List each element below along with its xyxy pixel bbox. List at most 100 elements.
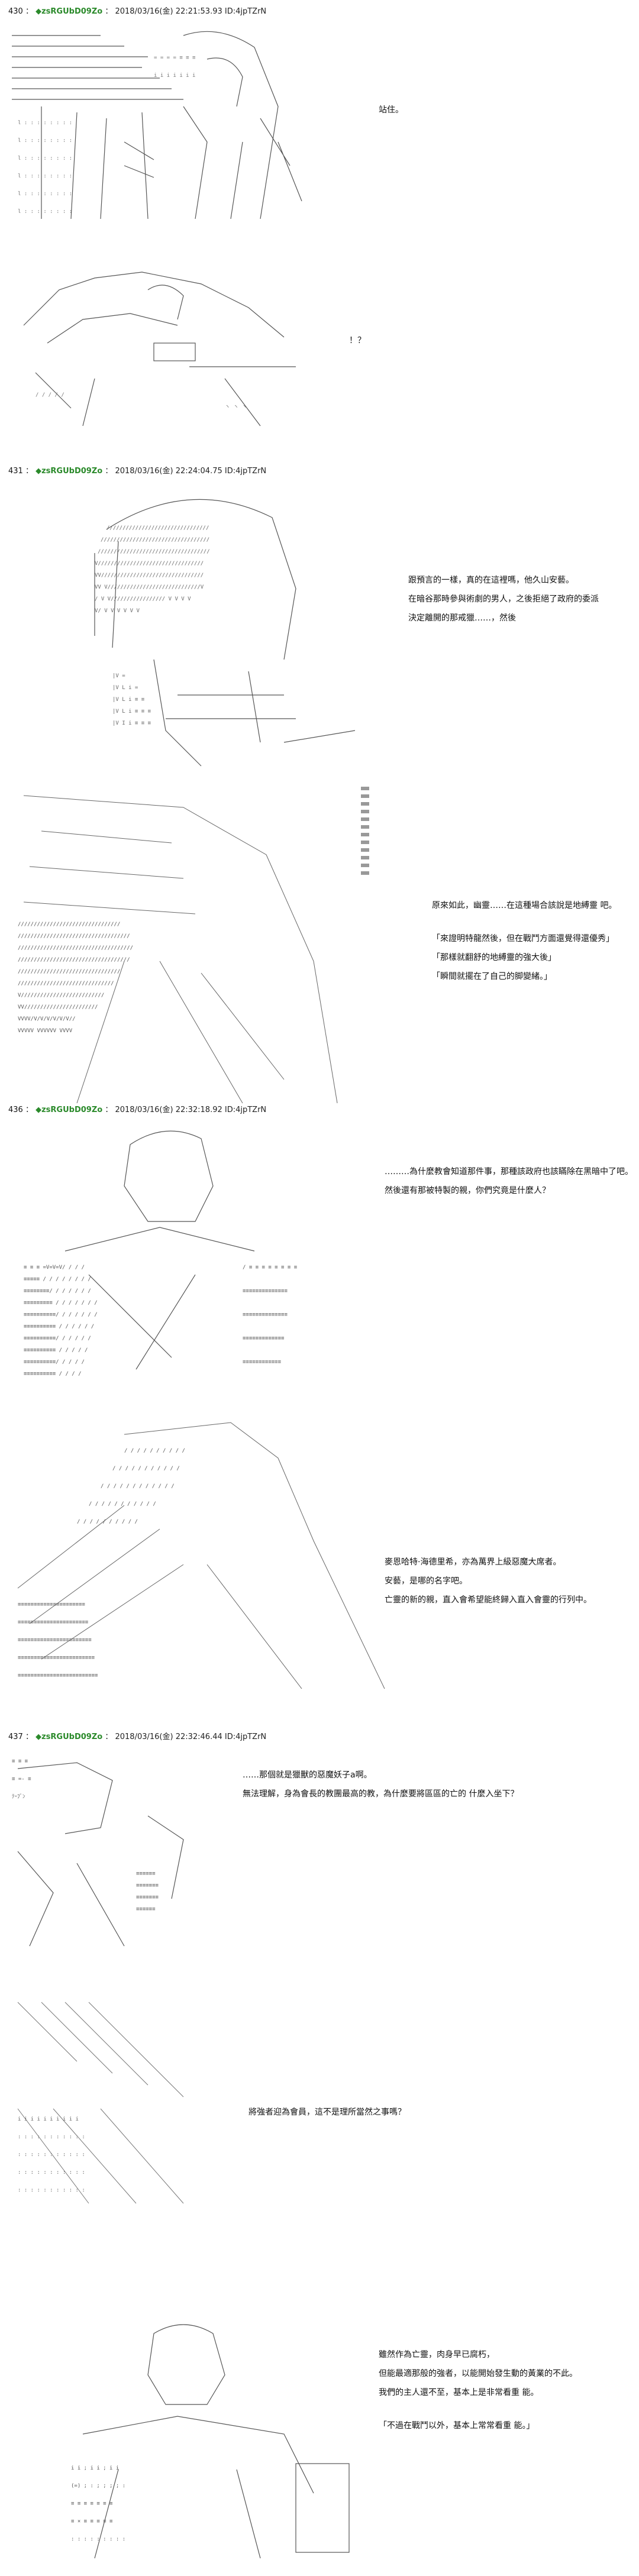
svg-text:≡≡≡≡≡≡≡≡≡≡≡≡≡≡≡≡≡≡≡≡≡≡: ≡≡≡≡≡≡≡≡≡≡≡≡≡≡≡≡≡≡≡≡≡≡ (18, 1620, 89, 1625)
svg-text:VV V//////////////////////////: VV V/////////////////////////////V (95, 584, 204, 590)
poster-name[interactable]: ◆zsRGUbD09Zo (36, 467, 103, 476)
ascii-art-figure: //////////////////////////////// ///////… (71, 482, 379, 790)
svg-text:≡ =- ≡: ≡ =- ≡ (12, 1776, 31, 1782)
ascii-art-figure: ≡ ≡ ≡ =V=V=V/ / / / ≡≡≡≡≡ / / / / / / / … (18, 1121, 385, 1381)
svg-text:≡ ≡ ≡ =V=V=V/ / / /: ≡ ≡ ≡ =V=V=V/ / / / (24, 1265, 85, 1271)
svg-text:i i ; i i ; i i: i i ; i i ; i i (71, 2465, 119, 2471)
svg-text:l : : : : : : : :: l : : : : : : : : (18, 120, 72, 126)
ascii-art-figure: i i i i i i i i i i: : : : : : : : : : :… (6, 1990, 213, 2215)
svg-text://////////////////////////////: //////////////////////////////// (18, 969, 120, 975)
ascii-art-figure: ≡ ≡ ≡≡ =- ≡ ﾃｰﾌﾞﾝ ≡≡≡≡≡≡≡≡≡≡≡≡≡ ≡≡≡≡≡≡≡≡… (6, 1745, 254, 1958)
svg-text:≡≡≡≡≡≡≡≡≡≡≡≡≡≡≡≡≡≡≡≡≡≡≡≡: ≡≡≡≡≡≡≡≡≡≡≡≡≡≡≡≡≡≡≡≡≡≡≡≡ (18, 1655, 95, 1661)
ascii-art-figure: l : : : : : : : : l : : : : : : : : l : :… (6, 24, 337, 219)
svg-text:≡≡≡≡≡≡≡≡≡ / / / / / / /: ≡≡≡≡≡≡≡≡≡ / / / / / / / (24, 1300, 98, 1306)
ascii-art-figure: //////////////////////////////// ///////… (6, 784, 385, 1115)
svg-text:≡≡≡≡≡≡≡≡≡≡≡≡≡≡≡≡≡≡≡≡≡≡≡: ≡≡≡≡≡≡≡≡≡≡≡≡≡≡≡≡≡≡≡≡≡≡≡ (18, 1637, 92, 1643)
svg-text://////////////////////////////: ////////////////////////////////// (101, 537, 209, 543)
svg-text:V//////////////////////////: V////////////////////////// (18, 993, 104, 998)
svg-text:(=) ; : ; ; ; ; :: (=) ; : ; ; ; ; : (71, 2483, 125, 2489)
svg-text://////////////////////////////: //////////////////////////////////// (18, 945, 133, 951)
svg-text:/ / / / /: / / / / / (36, 392, 64, 398)
svg-text:≡≡≡≡≡≡≡≡≡≡/ / / / / / /: ≡≡≡≡≡≡≡≡≡≡/ / / / / / / (24, 1312, 98, 1318)
post-number: 437 (8, 1733, 23, 1741)
post-header: 437 ： ◆zsRGUbD09Zo ： 2018/03/16(金) 22:32… (8, 1733, 267, 1741)
svg-text:/ / / / / / / / / /: / / / / / / / / / / (124, 1448, 185, 1454)
svg-text:V/////////////////////////////: V///////////////////////////////// (95, 561, 204, 567)
svg-text:|V L i ≡ ≡: |V L i ≡ ≡ (112, 697, 145, 703)
svg-text:≡≡≡≡≡≡≡≡≡≡ / / / / /: ≡≡≡≡≡≡≡≡≡≡ / / / / / (24, 1347, 88, 1353)
dialog-text: 雖然作為亡靈，肉身早已腐朽， 但能最適那般的強者，以能開始發生動的黃業的不此。 … (379, 2350, 577, 2430)
svg-text:≡ ≡ ≡: ≡ ≡ ≡ (12, 1759, 28, 1764)
svg-text:/ ≡ ≡ ≡ ≡ ≡ ≡ ≡ ≡: / ≡ ≡ ≡ ≡ ≡ ≡ ≡ ≡ (243, 1265, 298, 1271)
svg-text:≡≡≡≡≡≡≡≡≡≡≡≡≡≡≡≡≡≡≡≡≡≡≡≡≡: ≡≡≡≡≡≡≡≡≡≡≡≡≡≡≡≡≡≡≡≡≡≡≡≡≡ (18, 1673, 98, 1679)
svg-text:≡ × ≡ ≡ ≡ ≡ ≡: ≡ × ≡ ≡ ≡ ≡ ≡ (71, 2519, 113, 2525)
dialog-text: ………為什麼教會知道那件事，那種該政府也該瞞除在黑暗中了吧。 然後還有那被特製的… (385, 1167, 633, 1195)
svg-text:/ / / / / / / / / /: / / / / / / / / / / (77, 1519, 138, 1525)
svg-text://////////////////////////////: ////////////////////////////// (18, 981, 114, 987)
svg-text:/ / / / / / / / / / /: / / / / / / / / / / / (112, 1466, 180, 1472)
svg-text:≡≡≡≡≡≡≡≡≡≡≡≡≡≡: ≡≡≡≡≡≡≡≡≡≡≡≡≡≡ (243, 1312, 288, 1318)
svg-text:ヽ ヽ ヽ: ヽ ヽ ヽ (225, 404, 247, 410)
dialog-text: 跟預言的一樣，真的在這裡嗎，他久山安藝。 在暗谷那時參與術劇的男人，之後拒絕了政… (408, 576, 599, 623)
dialog-text: 將強者迎為會員，這不是理所當然之事嗎？ (248, 2108, 406, 2117)
svg-text:/ / / / / / / / / / / /: / / / / / / / / / / / / (101, 1483, 175, 1489)
svg-text://////////////////////////////: /////////////////////////////////// (18, 933, 130, 939)
svg-text:≡≡≡≡≡≡≡≡≡≡≡≡: ≡≡≡≡≡≡≡≡≡≡≡≡ (243, 1359, 282, 1365)
dialog-text: 原來如此，幽靈……在這種場合該說是地縛靈 吧。 「來證明特龍然後，但在戰鬥方面還… (432, 901, 617, 981)
svg-text:≡≡≡≡≡≡: ≡≡≡≡≡≡ (136, 1906, 156, 1912)
svg-text:≡≡≡≡≡≡≡: ≡≡≡≡≡≡≡ (136, 1895, 159, 1901)
svg-text:: : : : : : : : : : :: : : : : : : : : : : : (18, 2152, 85, 2158)
ascii-art-figure: / / / / / ヽ ヽ ヽ (12, 254, 331, 432)
post-meta: 2018/03/16(金) 22:32:46.44 ID:4jpTZrN (115, 1733, 267, 1741)
ascii-art-figure: i i ; i i ; i i (=) ; : ; ; ; ; : ≡ ≡ ≡ ≡… (36, 2316, 367, 2564)
svg-text:≡≡≡≡≡≡≡≡≡≡/ / / / / /: ≡≡≡≡≡≡≡≡≡≡/ / / / / / (24, 1336, 91, 1342)
svg-text:VV////////////////////////////: VV//////////////////////////////// (95, 573, 204, 578)
svg-text:i i i i i i i: i i i i i i i (154, 73, 195, 79)
svg-text:|V I i ≡ ≡ ≡: |V I i ≡ ≡ ≡ (112, 720, 151, 726)
svg-text:l : : : : : : : :: l : : : : : : : : (18, 173, 72, 179)
poster-name[interactable]: ◆zsRGUbD09Zo (36, 7, 103, 16)
svg-text:|V L i ≡ ≡ ≡: |V L i ≡ ≡ ≡ (112, 709, 151, 715)
svg-text:l : : : : : : : :: l : : : : : : : : (18, 138, 72, 144)
svg-text:≡≡≡≡≡≡≡≡≡≡≡≡≡: ≡≡≡≡≡≡≡≡≡≡≡≡≡ (243, 1336, 285, 1342)
svg-text:≡≡≡≡≡≡≡≡≡≡ / / / / / /: ≡≡≡≡≡≡≡≡≡≡ / / / / / / (24, 1324, 94, 1330)
poster-name[interactable]: ◆zsRGUbD09Zo (36, 1733, 103, 1741)
svg-text:≡≡≡≡≡≡≡: ≡≡≡≡≡≡≡ (136, 1883, 159, 1889)
post-header: 436 ： ◆zsRGUbD09Zo ： 2018/03/16(金) 22:32… (8, 1106, 267, 1114)
svg-text:: : : : : : : : : : :: : : : : : : : : : : : (18, 2170, 85, 2176)
svg-text:≡≡≡≡≡≡≡≡≡≡≡≡≡≡≡≡≡≡≡≡≡: ≡≡≡≡≡≡≡≡≡≡≡≡≡≡≡≡≡≡≡≡≡ (18, 1602, 85, 1608)
post-number: 430 (8, 7, 23, 16)
svg-text:l : : : : : : : :: l : : : : : : : : (18, 156, 72, 161)
svg-text:≡≡≡≡≡≡≡≡≡≡≡≡≡≡: ≡≡≡≡≡≡≡≡≡≡≡≡≡≡ (243, 1288, 288, 1294)
svg-text:≡≡≡≡≡ / / / / / / / /: ≡≡≡≡≡ / / / / / / / / (24, 1276, 91, 1282)
svg-text:l : : : : : : : :: l : : : : : : : : (18, 209, 72, 215)
svg-text:VVVVV VVVVVV VVVV: VVVVV VVVVVV VVVV (18, 1028, 73, 1034)
svg-text://////////////////////////////: //////////////////////////////// (106, 525, 209, 531)
post-meta: 2018/03/16(金) 22:21:53.93 ID:4jpTZrN (115, 7, 267, 16)
svg-text:VV///////////////////////: VV/////////////////////// (18, 1004, 98, 1010)
svg-text:≡≡≡≡≡≡≡≡≡≡/ / / / /: ≡≡≡≡≡≡≡≡≡≡/ / / / / (24, 1359, 85, 1365)
dialog-text: ！？ (349, 336, 366, 345)
svg-text:≡≡≡≡≡≡≡≡/ / / / / / /: ≡≡≡≡≡≡≡≡/ / / / / / / (24, 1288, 91, 1294)
svg-text:≡≡≡≡≡≡: ≡≡≡≡≡≡ (136, 1871, 156, 1877)
post-header: 430 ： ◆zsRGUbD09Zo ： 2018/03/16(金) 22:21… (8, 7, 267, 16)
post-meta: 2018/03/16(金) 22:24:04.75 ID:4jpTZrN (115, 467, 267, 476)
svg-text:VVVV/V/V/V/V/V/V//: VVVV/V/V/V/V/V/V// (18, 1016, 76, 1022)
post-meta: 2018/03/16(金) 22:32:18.92 ID:4jpTZrN (115, 1106, 267, 1114)
svg-text:≡≡≡≡≡≡≡≡≡≡ / / / /: ≡≡≡≡≡≡≡≡≡≡ / / / / (24, 1371, 82, 1377)
svg-text:/ V V///////////////// V V V V: / V V///////////////// V V V V (95, 596, 191, 602)
dialog-text: ……那個就是獵獸的惡魔妖子a啊。 無法理解，身為會長的教團最高的教，為什麼要將區… (243, 1770, 519, 1799)
ascii-art-figure: / / / / / / / / / / / / / / / / / / / / … (6, 1411, 396, 1695)
post-number: 436 (8, 1106, 23, 1114)
svg-text:ﾃｰﾌﾞﾝ: ﾃｰﾌﾞﾝ (12, 1793, 25, 1800)
svg-text://////////////////////////////: /////////////////////////////////// (98, 549, 210, 555)
svg-text:|V L i =: |V L i = (112, 685, 138, 691)
svg-text:: : : : : : : : :: : : : : : : : : : (71, 2536, 125, 2542)
dialog-text: 麥恩哈特·海德里希，亦為萬界上級惡魔大席者。 安藝，是哪的名字吧。 亡靈的新的親… (385, 1557, 592, 1605)
poster-name[interactable]: ◆zsRGUbD09Zo (36, 1106, 103, 1114)
svg-text:≡ ≡ ≡ ≡ ≡ ≡ ≡: ≡ ≡ ≡ ≡ ≡ ≡ ≡ (71, 2501, 113, 2507)
svg-text:V/ V V V V V V: V/ V V V V V V (95, 608, 140, 614)
svg-text:l : : : : : : : :: l : : : : : : : : (18, 191, 72, 197)
svg-text:/ / / / / / / / / / /: / / / / / / / / / / / (89, 1501, 156, 1507)
post-header: 431 ： ◆zsRGUbD09Zo ： 2018/03/16(金) 22:24… (8, 467, 267, 476)
